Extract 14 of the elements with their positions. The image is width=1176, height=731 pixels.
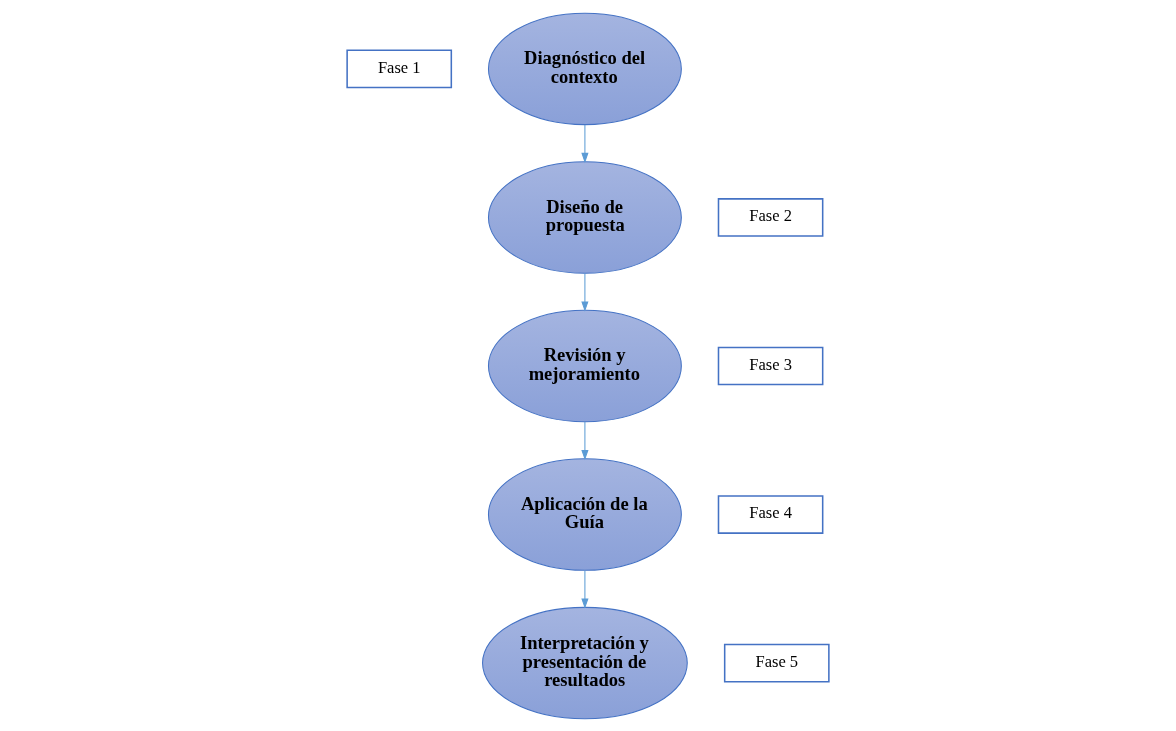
- node-box: Fase 3: [717, 346, 824, 385]
- node-box: Fase 5: [723, 643, 830, 682]
- arrow: [581, 272, 589, 312]
- node-ellipse: Interpretación y presentación de resultados: [482, 606, 688, 719]
- node-ellipse: Diseño de propuesta: [487, 160, 682, 274]
- arrow: [581, 420, 589, 460]
- node-box: Fase 1: [346, 49, 453, 88]
- arrow: [581, 569, 589, 609]
- node-box: Fase 4: [717, 494, 824, 534]
- node-ellipse: Diagnóstico del contexto: [487, 12, 682, 125]
- node-box: Fase 2: [717, 197, 824, 237]
- node-ellipse: Aplicación de la Guía: [487, 457, 682, 571]
- node-ellipse: Revisión y mejoramiento: [487, 309, 682, 422]
- arrow: [581, 123, 589, 163]
